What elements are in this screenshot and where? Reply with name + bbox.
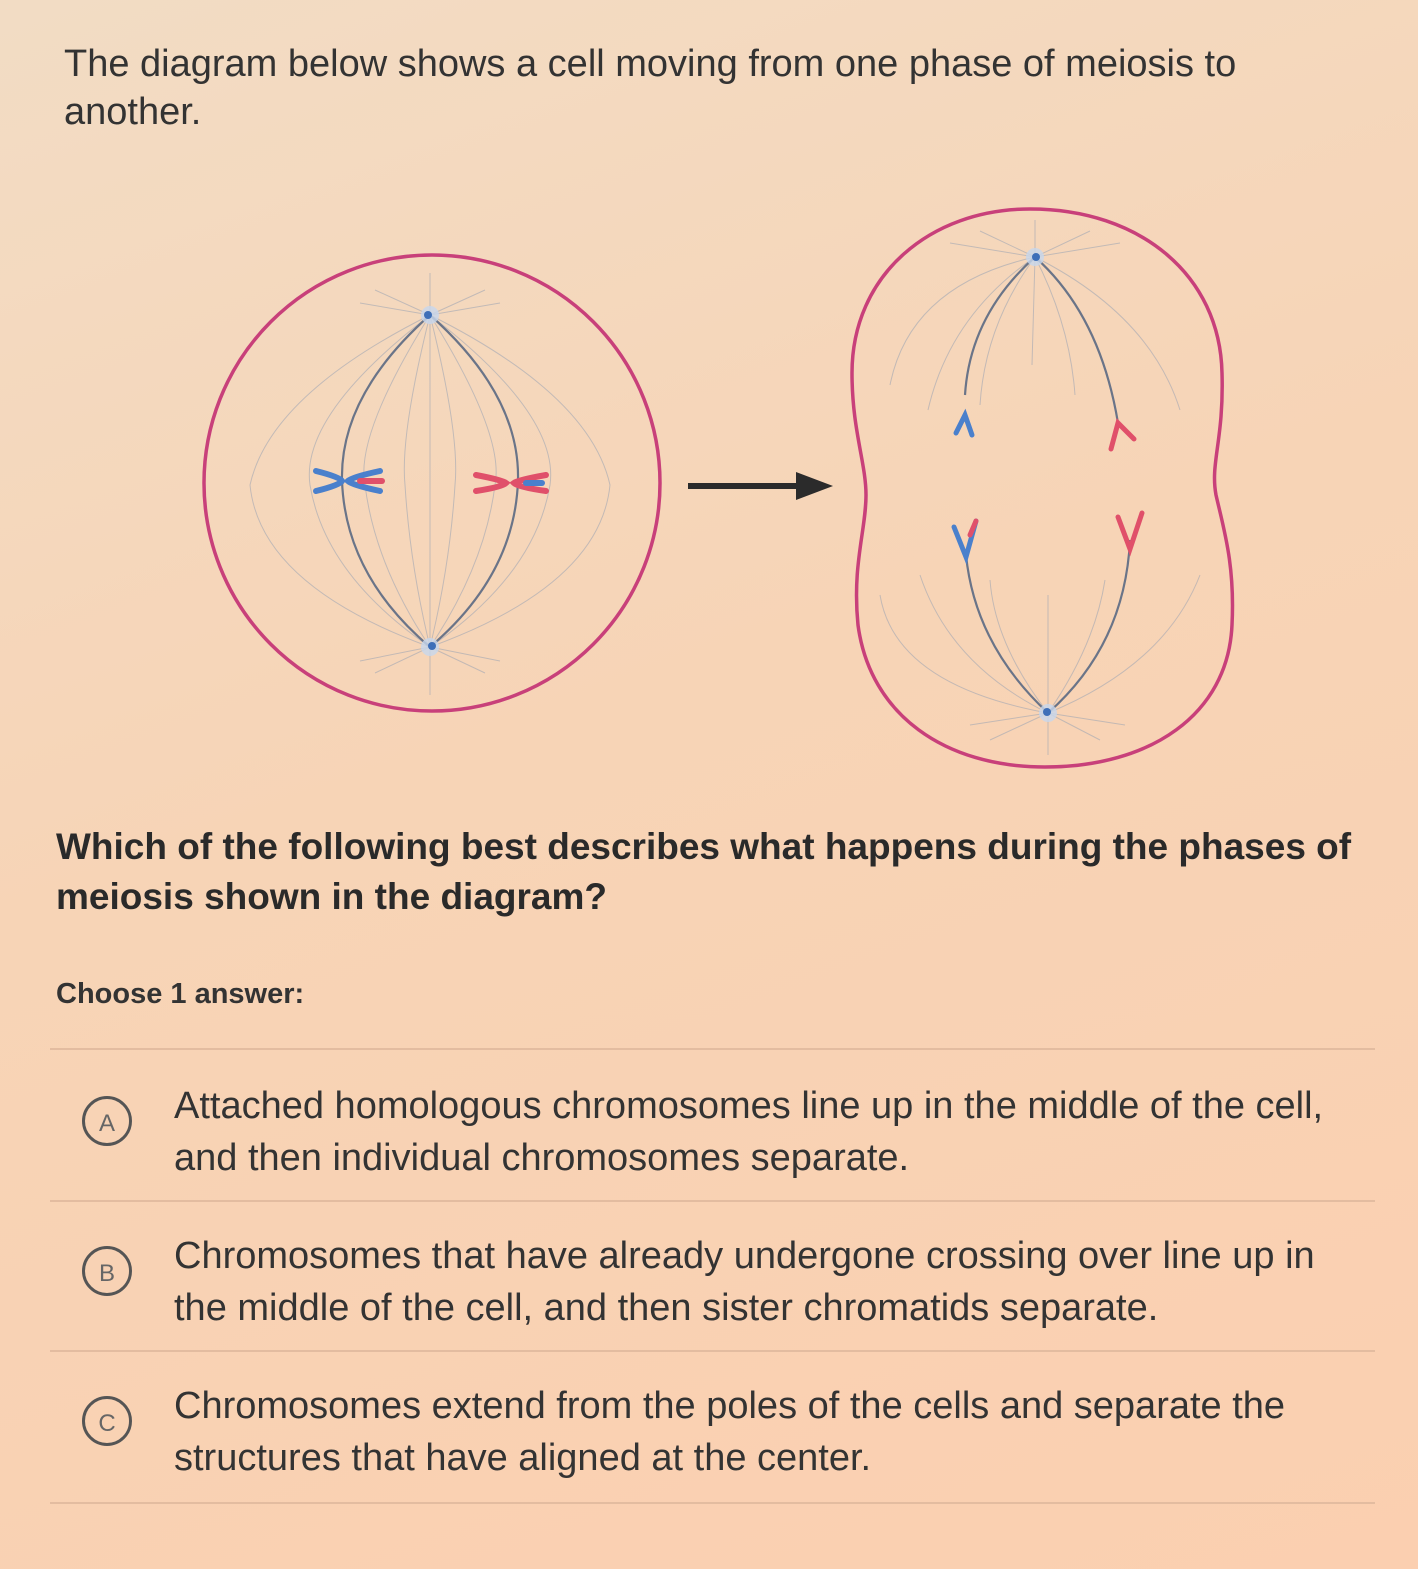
- anaphase-cell: [850, 207, 1235, 769]
- metaphase-cell: [202, 253, 662, 713]
- separator: [50, 1048, 1375, 1050]
- separator: [50, 1502, 1375, 1504]
- left-chromosome-pair-1: [313, 468, 385, 494]
- left-centrosome-top-icon: [421, 306, 439, 324]
- answer-option-c[interactable]: C Chromosomes extend from the poles of t…: [78, 1380, 1378, 1492]
- separator: [50, 1350, 1375, 1352]
- option-c-text: Chromosomes extend from the poles of the…: [174, 1385, 1286, 1479]
- right-chromatid-top-right: [1108, 418, 1137, 452]
- left-chromosome-pair-2: [473, 472, 549, 494]
- left-centrosome-bottom-icon: [421, 638, 439, 656]
- left-cell-membrane: [202, 253, 662, 713]
- meiosis-diagram: [202, 207, 1235, 769]
- option-b-radio-icon[interactable]: B: [82, 1246, 132, 1296]
- right-kinetochore-fibers: [963, 256, 1132, 714]
- left-faint-spindle-fibers: [249, 273, 611, 695]
- answer-option-b[interactable]: B Chromosomes that have already undergon…: [78, 1230, 1378, 1342]
- right-cell-membrane: [850, 207, 1235, 769]
- option-b-text: Chromosomes that have already undergone …: [174, 1235, 1315, 1329]
- intro-text: The diagram below shows a cell moving fr…: [64, 43, 1237, 133]
- right-faint-spindle-fibers: [879, 220, 1201, 755]
- option-a-radio-icon[interactable]: A: [82, 1096, 132, 1146]
- answer-option-a[interactable]: A Attached homologous chromosomes line u…: [78, 1080, 1378, 1192]
- right-chromatid-bottom-right: [1115, 510, 1145, 557]
- option-c-radio-icon[interactable]: C: [82, 1396, 132, 1446]
- phase-transition-arrow-icon: [688, 472, 833, 500]
- right-chromatid-top-left: [953, 408, 975, 438]
- option-a-text: Attached homologous chromosomes line up …: [174, 1085, 1324, 1179]
- right-centrosome-top-icon: [1026, 248, 1044, 266]
- choose-label: Choose 1 answer:: [56, 978, 305, 1010]
- separator: [50, 1200, 1375, 1202]
- question-text: Which of the following best describes wh…: [56, 826, 1352, 917]
- right-centrosome-bottom-icon: [1039, 704, 1057, 722]
- right-chromatid-bottom-left: [951, 518, 979, 565]
